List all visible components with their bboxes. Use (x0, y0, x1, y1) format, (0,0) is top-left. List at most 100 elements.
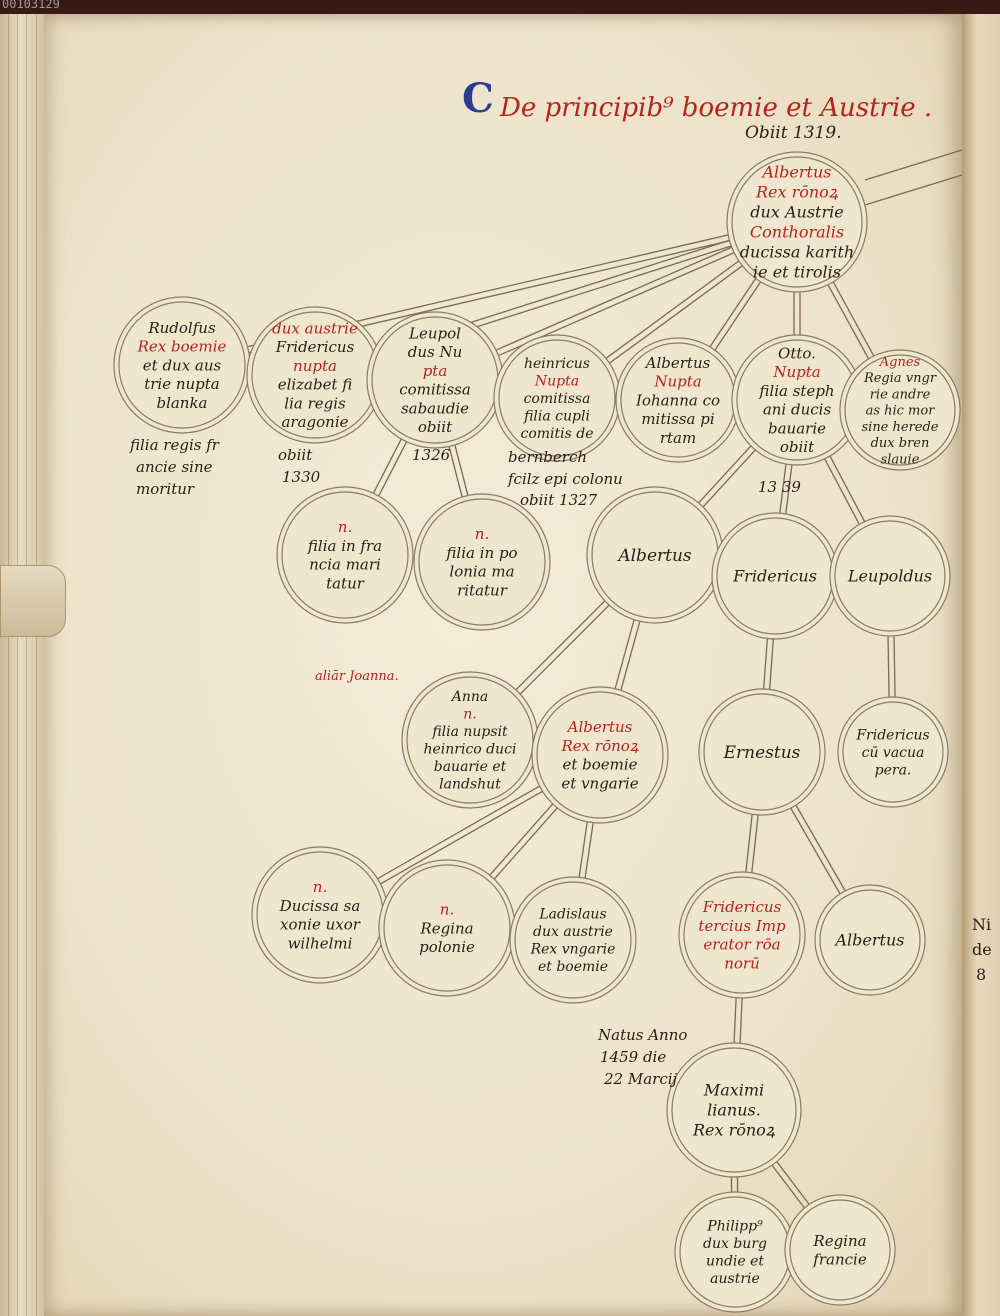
person-text: lonia ma (449, 563, 514, 581)
circle-ring (829, 515, 951, 637)
person-text: dux austrie (272, 319, 358, 337)
person-text: ani ducis (763, 401, 832, 419)
note-fridericus: obiit 1330 (278, 446, 321, 486)
circle-ring (784, 1194, 896, 1306)
person-text: obiit (418, 418, 453, 436)
person-text: erator rōa (703, 936, 780, 954)
person-text: aragonie (281, 413, 348, 431)
connector-line (454, 444, 469, 496)
person-text: dux Austrie (750, 203, 843, 222)
connector-line (709, 278, 757, 348)
connector-line (495, 246, 732, 351)
person-text: Nupta (772, 363, 820, 381)
connector-line (493, 807, 558, 880)
person-text: Albertus (644, 354, 711, 372)
person-text: Nupta (534, 373, 579, 389)
person-text: Otto. (778, 344, 816, 362)
connector-line (751, 814, 759, 873)
person-text: heinrico duci (424, 742, 517, 758)
person-leupoldus2: Leupoldus (829, 515, 951, 637)
person-text: Rex rōnoꝝ (561, 737, 639, 755)
person-text: dux austrie (533, 924, 613, 940)
note-line: filia regis fr (129, 436, 220, 454)
person-text: Albertus (761, 163, 832, 182)
connector-line (864, 149, 963, 181)
fragment: de (972, 940, 992, 959)
catalog-strip: 00103129 (0, 0, 1000, 14)
connector-line (785, 464, 793, 514)
circle-ring (276, 486, 414, 624)
connector-line (609, 265, 743, 364)
person-text: comitis de (520, 426, 593, 442)
circle-ring (789, 1199, 891, 1301)
person-text: ie et tirolis (753, 263, 841, 282)
note-line: ancie sine (136, 458, 213, 476)
person-text: Fridericus (275, 338, 355, 356)
circle-ring (839, 349, 961, 471)
connector-line (377, 785, 540, 880)
connector-line (887, 636, 890, 698)
person-text: ritatur (457, 581, 508, 599)
person-text: Ladislaus (538, 907, 606, 923)
circle-ring (509, 876, 637, 1004)
note-line: 13 39 (758, 478, 801, 496)
person-text: Rex vngarie (530, 942, 616, 958)
person-text: Agnes (879, 355, 921, 370)
person-text: austrie (710, 1271, 760, 1287)
person-text: Nupta (653, 373, 701, 391)
person-text: Fridericus (732, 567, 817, 586)
person-text: Regina (812, 1232, 866, 1250)
person-text: filia cupli (523, 408, 590, 424)
person-text: rie andre (870, 387, 931, 402)
person-text: Leupol (408, 324, 461, 342)
person-text: filia in fra (307, 537, 382, 555)
root-death-date: Obiit 1319. (745, 123, 842, 143)
person-text: mitissa pi (641, 410, 715, 428)
catalog-id: 00103129 (2, 0, 60, 11)
note-rudolfus: filia regis fr ancie sine moritur (129, 436, 220, 498)
person-text: Maximi (703, 1081, 764, 1100)
person-albertus3: Albertus (586, 486, 724, 624)
circle-ring (703, 693, 821, 811)
person-text: blanka (156, 394, 207, 412)
person-text: cū vacua (862, 745, 925, 761)
person-text: Rex boemie (137, 338, 227, 356)
connector-line (372, 438, 402, 494)
connector-line (578, 821, 588, 878)
circle-ring (514, 881, 632, 999)
person-text: filia in po (445, 544, 517, 562)
connector-line (795, 804, 846, 892)
note-heinricus: bernberch fcilz epi colonu obiit 1327 (507, 448, 623, 509)
person-text: Ducissa sa (279, 897, 361, 915)
connector-line (584, 822, 594, 879)
person-text: trie nupta (144, 375, 220, 393)
page-title: De principib⁹ boemie et Austrie . (499, 93, 932, 123)
person-albertus5: Albertus (814, 884, 926, 996)
person-text: Iohanna co (635, 391, 720, 409)
person-text: wilhelmi (288, 934, 353, 952)
person-text: et boemie (538, 959, 608, 975)
person-text: n. (313, 878, 327, 896)
connector-line (702, 449, 756, 508)
person-text: landshut (439, 777, 501, 793)
person-text: polonie (419, 938, 475, 956)
person-text: sabaudie (401, 399, 469, 417)
person-text: obiit (780, 438, 815, 456)
birth-note: Natus Anno 1459 die 22 Marcij (597, 1026, 687, 1088)
circle-ring (118, 301, 246, 429)
note-line: moritur (136, 480, 195, 498)
connector-line (763, 638, 769, 689)
person-text: heinricus (524, 356, 590, 372)
person-text: Anna (450, 689, 489, 705)
person-text: Regia vngr (863, 371, 937, 386)
connector-line (620, 621, 641, 691)
circle-ring (842, 701, 944, 803)
